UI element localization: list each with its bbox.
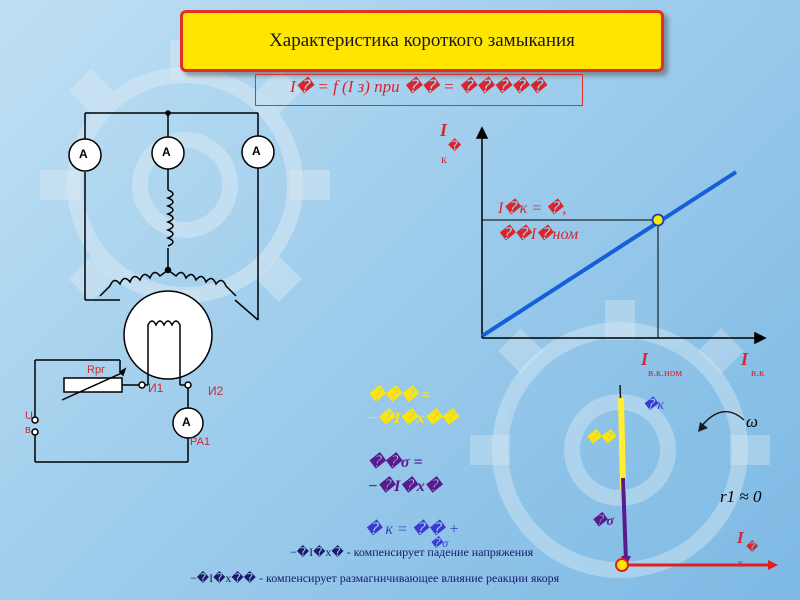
ammeter-pa1: [172, 407, 204, 439]
vector-ek-label: �к: [643, 398, 664, 413]
current-label-glyph: �: [746, 540, 759, 554]
ammeter-right-label: A: [252, 144, 261, 158]
vector-sigma-label: �σ: [592, 514, 614, 529]
characteristic-line: [480, 170, 738, 338]
current-label-sub: к: [738, 557, 744, 569]
rotation-arc: [699, 411, 745, 429]
eq2-line2: −�I�x�: [368, 478, 442, 495]
eq2-line1: ��σ =: [368, 454, 423, 471]
voltage-u-sub-label: в: [25, 424, 31, 436]
vector-yellow: [618, 397, 626, 491]
eq3: � к = �� +: [365, 521, 460, 538]
vector-purple: [621, 477, 628, 563]
formula-text: I� = f (I з) при �� = �����: [290, 77, 546, 96]
x-nominal-label: I: [641, 349, 649, 369]
note-armature-reaction: −�I�x�� - компенсирует размагничивающее …: [190, 571, 560, 585]
ammeter-mid: [151, 136, 185, 170]
terminal-i1-label: И1: [148, 381, 164, 395]
x-nominal-label-sub: в.к.ном: [648, 367, 683, 379]
ammeter-pa1-label: A: [182, 415, 191, 429]
nominal-point: [651, 213, 665, 227]
y-axis-arrow: [475, 126, 489, 139]
y-axis-label-sub: к: [441, 152, 447, 166]
formula-frame: [255, 74, 583, 106]
current-label: I: [737, 528, 744, 547]
x-axis-label-sub: в.к: [751, 367, 765, 379]
eq3-sub: �σ: [430, 536, 449, 550]
slide-title: Характеристика короткого замыкания: [180, 10, 664, 72]
voltage-u-label: U: [25, 410, 33, 422]
vector-yellow-label: ��: [586, 431, 615, 446]
x-axis-label: I: [741, 349, 749, 369]
x-axis-arrow: [754, 331, 767, 345]
ammeter-left: [68, 138, 102, 172]
terminal-i2-label: И2: [208, 384, 224, 398]
ammeter-left-label: A: [79, 147, 88, 161]
vector-origin: [615, 558, 629, 572]
current-vector-arrow: [768, 560, 778, 570]
r1-label: r1 ≈ 0: [720, 487, 762, 506]
rotation-arrow: [698, 422, 708, 432]
rheostat-label: Rрг: [87, 364, 106, 376]
point-label-line1: I�к = �,: [498, 200, 567, 217]
ammeter-mid-label: A: [162, 145, 171, 159]
point-label-line2: ��I�ном: [498, 226, 579, 243]
pa1-label: РА1: [190, 436, 211, 448]
ammeter-right: [241, 135, 275, 169]
y-axis-label: I: [440, 120, 448, 140]
y-axis-label-glyph: �: [448, 138, 462, 153]
note-voltage-drop: −�I�x� - компенсирует падение напряжения: [290, 545, 534, 559]
eq1-line1: ��� =: [368, 387, 431, 404]
eq1-line2: −�I�x��: [368, 410, 458, 427]
omega-label: ω: [746, 412, 759, 431]
